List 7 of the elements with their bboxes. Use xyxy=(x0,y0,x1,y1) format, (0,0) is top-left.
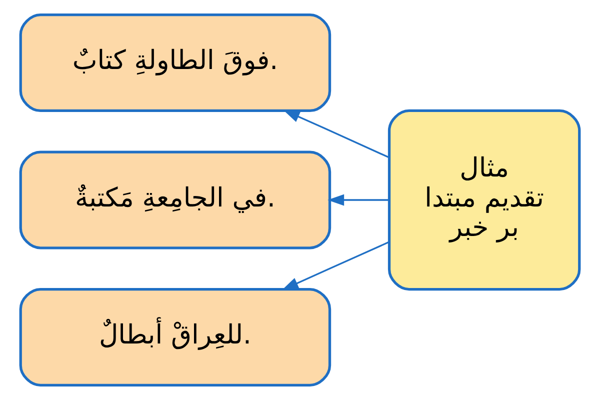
node-box: للعِراقْ أبطالٌ. xyxy=(19,288,332,386)
arrow xyxy=(283,110,390,158)
node-box: في الجامِعةِ مَكتبةٌ. xyxy=(19,150,332,250)
node-box: فوقَ الطاولةِ كتابٌ. xyxy=(19,14,332,112)
node-box: مثال تقديم مبتدا بر خبر xyxy=(388,109,581,291)
arrow xyxy=(328,194,390,206)
arrow xyxy=(282,241,390,290)
